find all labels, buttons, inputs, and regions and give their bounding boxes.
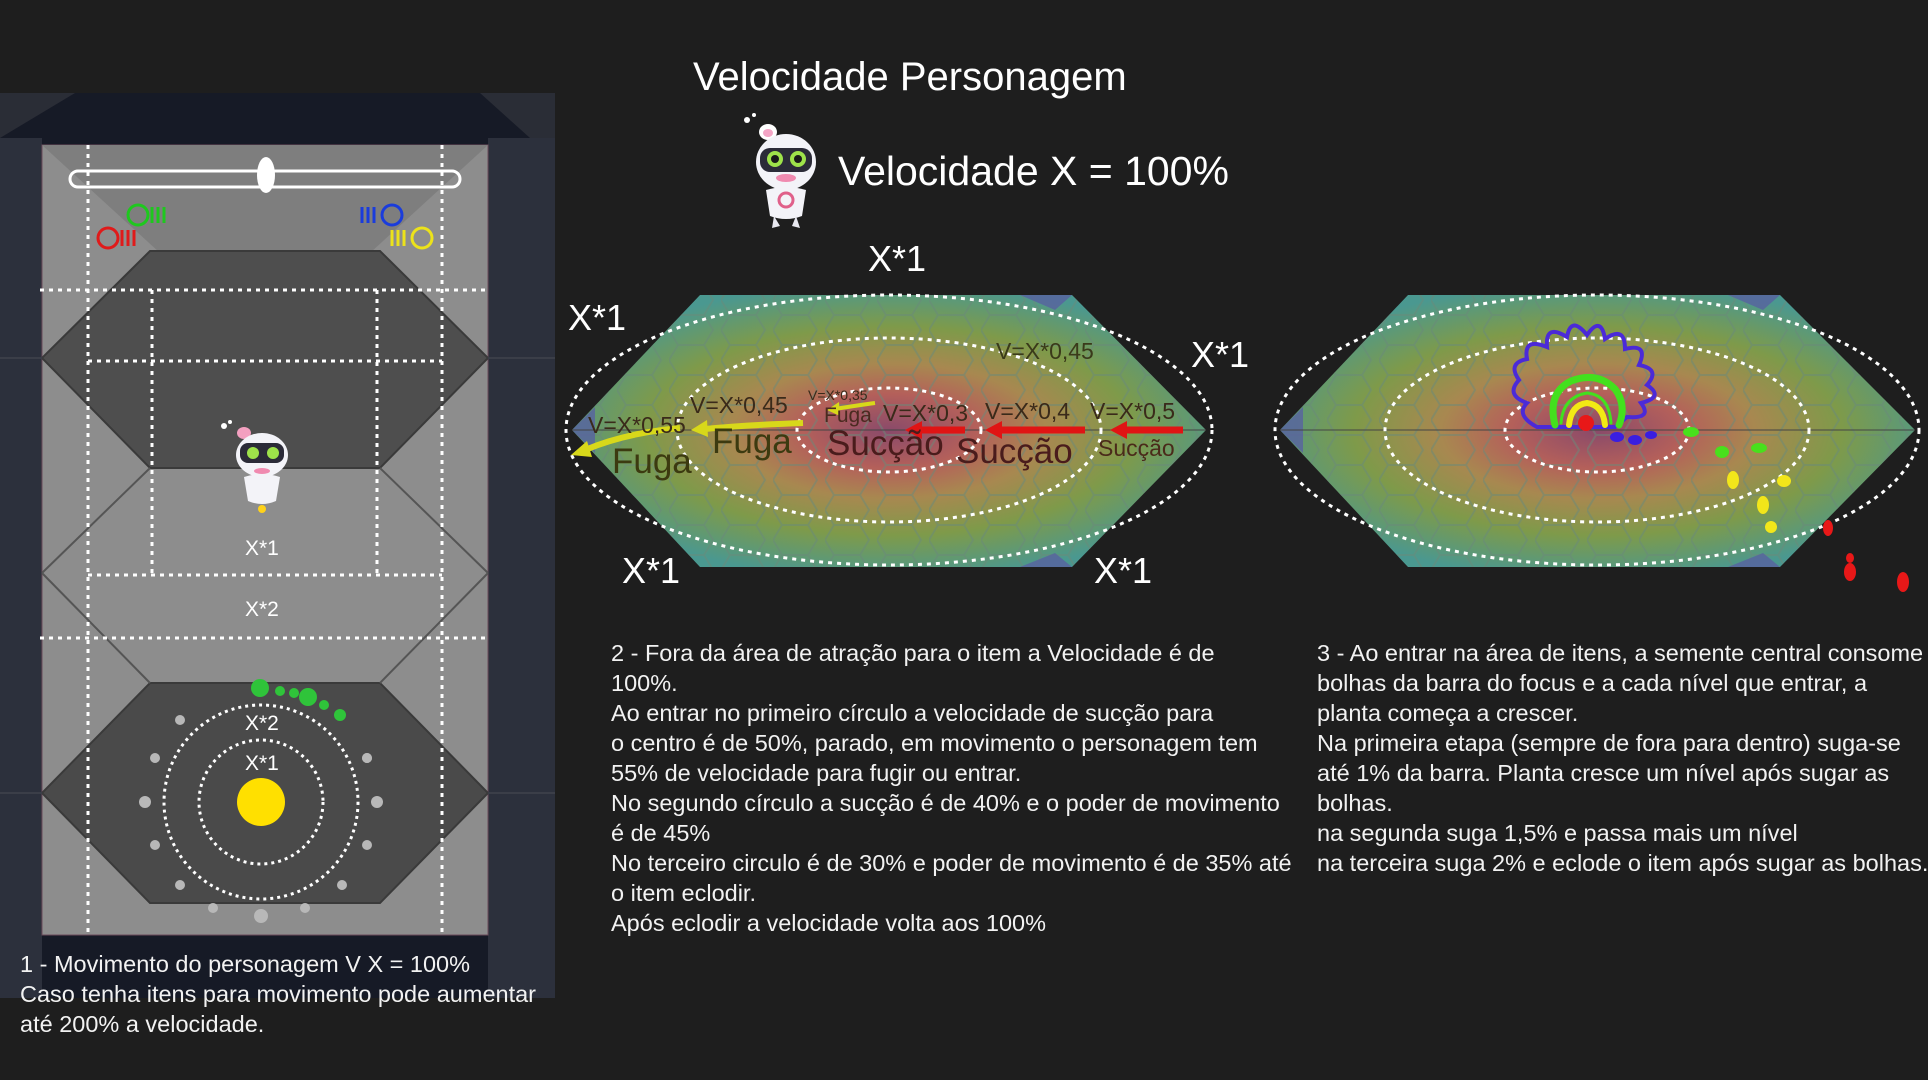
corner-label: X*1	[1191, 334, 1250, 375]
speed-zone-label: V=X*0,45	[690, 392, 788, 418]
speed-zone-label: V=X*0,4	[985, 398, 1071, 424]
speed-zone-label: V=X*0,5	[1090, 398, 1176, 424]
bubble-trail	[1610, 427, 1909, 592]
corner-label: X*1	[1094, 550, 1153, 591]
plant-description: 3 - Ao entrar na área de itens, a sement…	[1317, 640, 1928, 876]
speed-zone-label: V=X*0,35	[808, 387, 868, 403]
player-marker-icon	[96, 203, 434, 250]
escape-label: Fuga	[824, 404, 872, 427]
suction-label: Sucção	[956, 432, 1073, 471]
speed-label: Velocidade X = 100%	[838, 148, 1229, 194]
zone-label: X*1	[245, 537, 279, 560]
corner-label: X*1	[868, 238, 927, 279]
attraction-description: 2 - Fora da área de atração para o item …	[611, 640, 1292, 936]
character-mascot-icon	[221, 420, 288, 513]
escape-label: Fuga	[612, 442, 692, 481]
suction-label: Sucção	[827, 424, 944, 463]
corner-label: X*1	[568, 297, 627, 338]
corner-label: X*1	[622, 550, 681, 591]
escape-arrows	[571, 401, 876, 457]
suction-label: Sucção	[1098, 435, 1175, 461]
suction-arrows	[905, 421, 1183, 439]
plant-icon	[1511, 323, 1657, 431]
attraction-map	[564, 293, 1214, 567]
page-title: Velocidade Personagem	[693, 55, 1127, 99]
speed-zone-label: V=X*0,45	[996, 338, 1094, 364]
speed-zone-label: V=X*0,55	[588, 412, 686, 438]
escape-label: Fuga	[712, 422, 792, 461]
arena-panel	[0, 93, 555, 998]
sun-item-area	[139, 679, 383, 923]
zone-label: X*2	[245, 598, 279, 621]
character-mascot-icon	[744, 113, 816, 228]
speed-zone-label: V=X*0,3	[883, 400, 969, 426]
zone-label: X*1	[245, 752, 279, 775]
zone-label: X*2	[245, 712, 279, 735]
plant-growth-map	[1273, 293, 1921, 592]
focus-bar-slider-icon	[68, 157, 462, 193]
movement-description: 1 - Movimento do personagem V X = 100% C…	[20, 951, 537, 1037]
